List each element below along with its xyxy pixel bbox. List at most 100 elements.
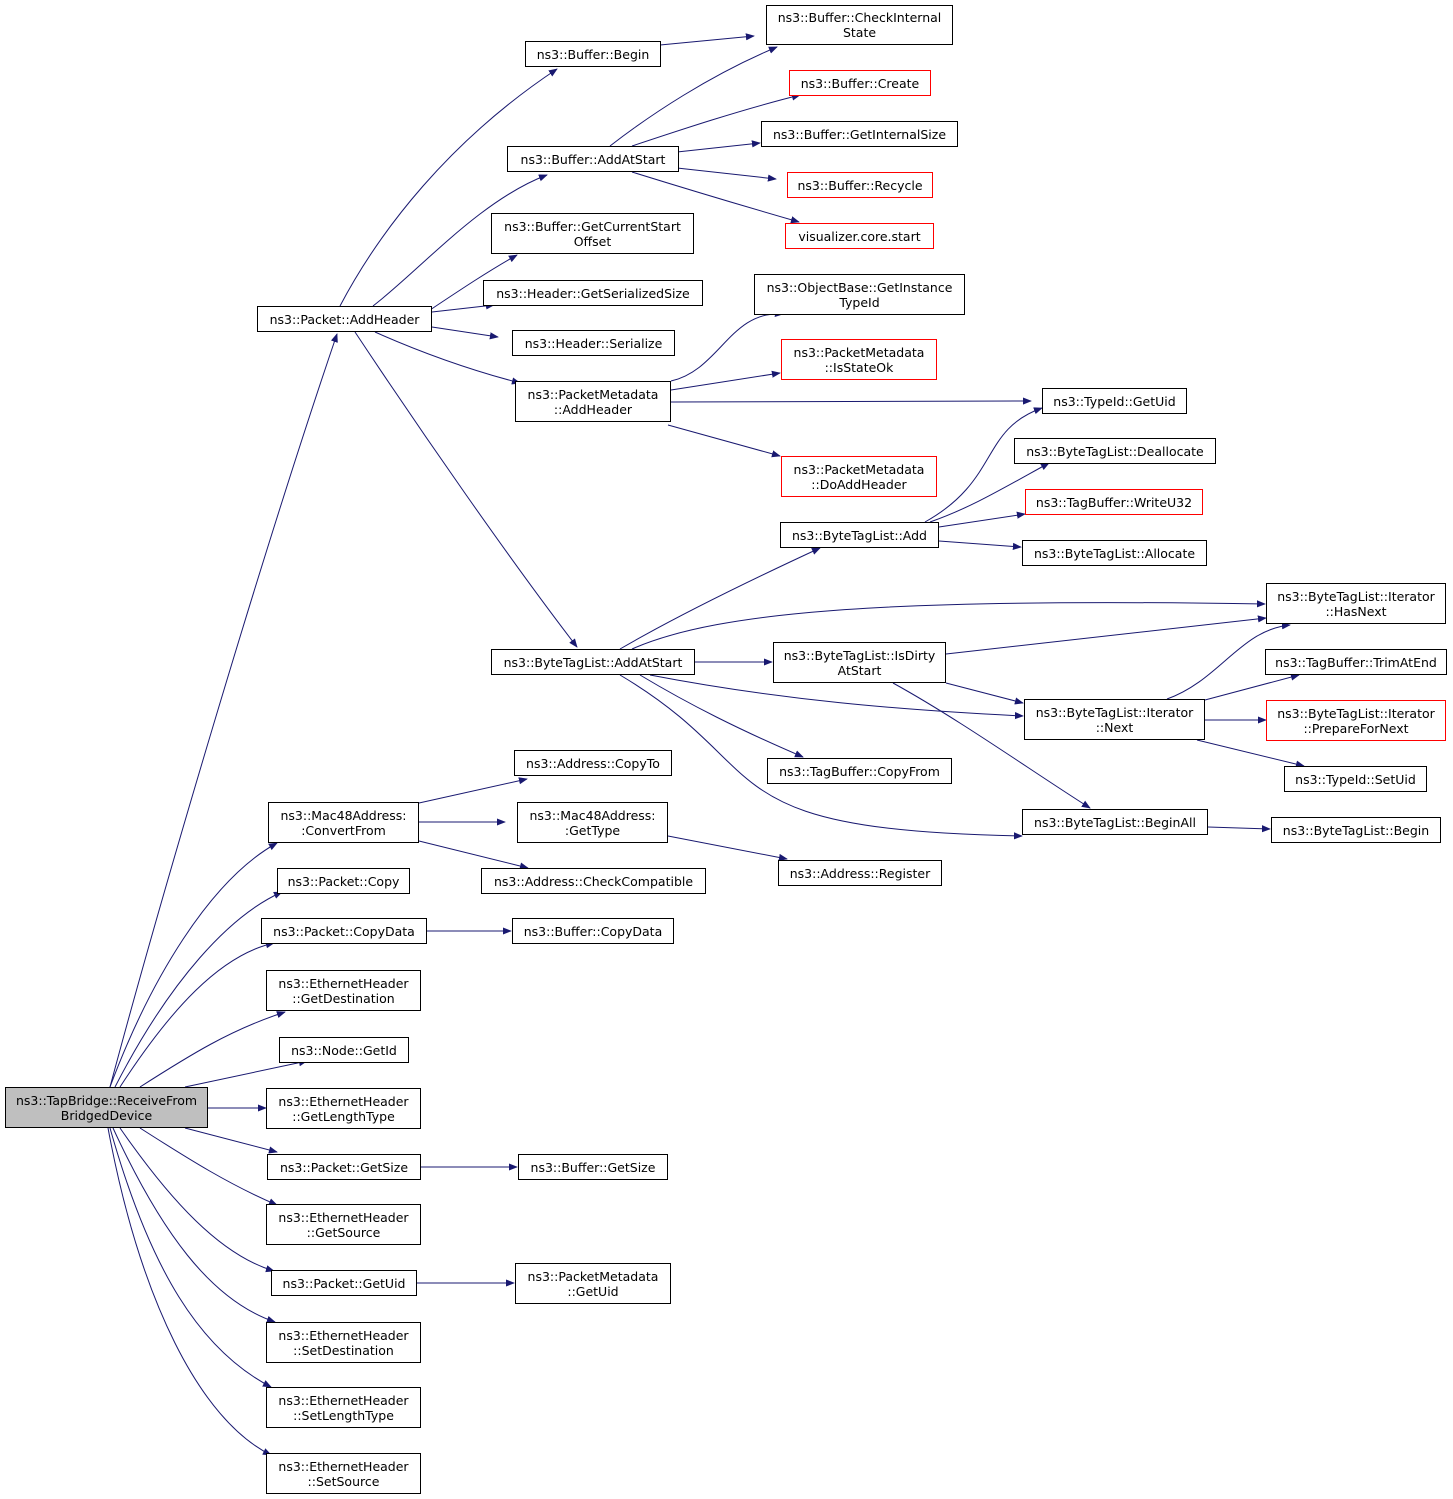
node-line: ns3::Buffer::GetSize — [530, 1159, 656, 1175]
node-address-checkcompatible[interactable]: ns3::Address::CheckCompatible — [481, 868, 706, 894]
node-line: ns3::Buffer::Begin — [536, 46, 650, 62]
node-bytetaglist-addatstart[interactable]: ns3::ByteTagList::AddAtStart — [491, 649, 695, 675]
node-bytetaglist-add[interactable]: ns3::ByteTagList::Add — [780, 522, 939, 548]
node-packetmetadata-getuid[interactable]: ns3::PacketMetadata ::GetUid — [515, 1263, 671, 1304]
node-line: ns3::ByteTagList::Add — [791, 527, 927, 543]
node-packet-addheader[interactable]: ns3::Packet::AddHeader — [257, 306, 432, 332]
node-line: ns3::ByteTagList::Allocate — [1033, 545, 1196, 561]
node-bytetaglist-allocate[interactable]: ns3::ByteTagList::Allocate — [1022, 540, 1207, 566]
call-edge — [945, 615, 1267, 655]
node-ethernetheader-getdestination[interactable]: ns3::EthernetHeader ::GetDestination — [266, 970, 421, 1011]
call-edge — [107, 1127, 272, 1456]
call-edge — [184, 1059, 308, 1088]
node-ethernetheader-setdestination[interactable]: ns3::EthernetHeader ::SetDestination — [266, 1322, 421, 1363]
node-line: ns3::ByteTagList::Deallocate — [1026, 443, 1204, 459]
node-typeid-getuid[interactable]: ns3::TypeId::GetUid — [1042, 388, 1187, 414]
node-packet-getsize[interactable]: ns3::Packet::GetSize — [267, 1154, 421, 1180]
node-buffer-begin[interactable]: ns3::Buffer::Begin — [525, 41, 661, 67]
node-line: ns3::EthernetHeader — [278, 1093, 409, 1109]
node-line: ns3::ByteTagList::Begin — [1282, 822, 1430, 838]
node-line: ::HasNext — [1325, 603, 1387, 619]
node-bytetaglist-iterator-hasnext[interactable]: ns3::ByteTagList::Iterator ::HasNext — [1266, 583, 1446, 624]
node-line: ns3::TapBridge::ReceiveFrom — [15, 1092, 198, 1108]
node-line: ns3::ByteTagList::AddAtStart — [503, 654, 683, 670]
node-mac48address-gettype[interactable]: ns3::Mac48Address: :GetType — [517, 802, 668, 843]
node-buffer-copydata[interactable]: ns3::Buffer::CopyData — [512, 918, 674, 944]
call-edge — [631, 600, 1266, 650]
node-line: ns3::ByteTagList::IsDirty — [783, 647, 936, 663]
node-buffer-addatstart[interactable]: ns3::Buffer::AddAtStart — [507, 146, 679, 172]
call-edge — [1166, 622, 1291, 700]
node-line: ns3::EthernetHeader — [278, 1209, 409, 1225]
call-edge — [431, 326, 499, 340]
node-header-getserializedsize[interactable]: ns3::Header::GetSerializedSize — [483, 280, 703, 306]
node-packetmetadata-isstateok[interactable]: ns3::PacketMetadata ::IsStateOk — [781, 339, 937, 380]
node-typeid-setuid[interactable]: ns3::TypeId::SetUid — [1284, 766, 1427, 792]
call-edge — [631, 171, 800, 224]
node-buffer-getinternalsize[interactable]: ns3::Buffer::GetInternalSize — [761, 121, 958, 147]
call-edge — [418, 840, 529, 870]
node-packetmetadata-doaddheader[interactable]: ns3::PacketMetadata ::DoAddHeader — [781, 456, 937, 497]
node-tagbuffer-copyfrom[interactable]: ns3::TagBuffer::CopyFrom — [767, 758, 952, 784]
node-line: ::AddHeader — [553, 401, 633, 417]
node-line: ns3::Mac48Address: — [529, 807, 656, 823]
node-bytetaglist-begin[interactable]: ns3::ByteTagList::Begin — [1271, 817, 1441, 843]
node-bytetaglist-isdirtyatstart[interactable]: ns3::ByteTagList::IsDirty AtStart — [773, 642, 946, 683]
call-edge — [339, 68, 558, 307]
call-edge — [109, 1127, 272, 1388]
call-edge — [109, 333, 338, 1088]
node-ethernetheader-getlengthtype[interactable]: ns3::EthernetHeader ::GetLengthType — [266, 1088, 421, 1129]
node-line: State — [842, 25, 877, 40]
node-line: ns3::Packet::AddHeader — [269, 311, 420, 327]
node-bytetaglist-beginall[interactable]: ns3::ByteTagList::BeginAll — [1022, 809, 1208, 835]
node-mac48address-convertfrom[interactable]: ns3::Mac48Address: :ConvertFrom — [268, 802, 419, 843]
node-line: ns3::TagBuffer::CopyFrom — [779, 763, 940, 779]
node-line: ns3::Buffer::CheckInternal — [777, 10, 942, 25]
node-line: ns3::Buffer::Recycle — [797, 177, 923, 193]
node-line: ns3::ByteTagList::Iterator — [1035, 704, 1194, 720]
node-packet-copydata[interactable]: ns3::Packet::CopyData — [261, 918, 427, 944]
call-edge — [112, 1127, 276, 1323]
call-edge — [429, 254, 518, 311]
node-line: ns3::Header::Serialize — [524, 335, 663, 351]
call-edge — [924, 407, 1043, 523]
node-tagbuffer-trimatend[interactable]: ns3::TagBuffer::TrimAtEnd — [1265, 649, 1447, 675]
node-packet-getuid[interactable]: ns3::Packet::GetUid — [271, 1270, 417, 1296]
call-edge — [354, 331, 578, 648]
call-edge — [639, 674, 804, 758]
node-line: visualizer.core.start — [798, 228, 921, 244]
node-bytetaglist-iterator-preparefornext[interactable]: ns3::ByteTagList::Iterator ::PrepareForN… — [1266, 700, 1446, 741]
node-packetmetadata-addheader[interactable]: ns3::PacketMetadata ::AddHeader — [515, 381, 671, 422]
node-line: ns3::TagBuffer::TrimAtEnd — [1275, 654, 1437, 670]
node-ethernetheader-setsource[interactable]: ns3::EthernetHeader ::SetSource — [266, 1453, 421, 1494]
node-packet-copy[interactable]: ns3::Packet::Copy — [277, 868, 410, 894]
node-ethernetheader-getsource[interactable]: ns3::EthernetHeader ::GetSource — [266, 1204, 421, 1245]
node-line: ::SetDestination — [293, 1342, 394, 1358]
node-bytetaglist-deallocate[interactable]: ns3::ByteTagList::Deallocate — [1014, 438, 1216, 464]
call-edge — [1207, 825, 1271, 833]
node-node-getid[interactable]: ns3::Node::GetId — [279, 1037, 409, 1063]
node-buffer-getcurrentstartoffset[interactable]: ns3::Buffer::GetCurrentStart Offset — [491, 213, 694, 254]
node-address-register[interactable]: ns3::Address::Register — [778, 860, 942, 886]
node-buffer-getsize[interactable]: ns3::Buffer::GetSize — [518, 1154, 668, 1180]
node-header-serialize[interactable]: ns3::Header::Serialize — [512, 330, 675, 356]
node-buffer-checkinternalstate[interactable]: ns3::Buffer::CheckInternal State — [766, 5, 953, 45]
call-edge — [619, 674, 1023, 840]
node-line: ns3::Packet::GetUid — [282, 1275, 406, 1291]
node-ethernetheader-setlengthtype[interactable]: ns3::EthernetHeader ::SetLengthType — [266, 1387, 421, 1428]
node-buffer-recycle[interactable]: ns3::Buffer::Recycle — [787, 172, 933, 198]
node-objectbase-getinstancetypeid[interactable]: ns3::ObjectBase::GetInstance TypeId — [754, 274, 965, 315]
node-bytetaglist-iterator-next[interactable]: ns3::ByteTagList::Iterator ::Next — [1024, 699, 1205, 740]
call-edge — [938, 511, 1026, 528]
node-buffer-create[interactable]: ns3::Buffer::Create — [789, 70, 931, 96]
node-line: ::Next — [1095, 719, 1134, 735]
node-tagbuffer-writeu32[interactable]: ns3::TagBuffer::WriteU32 — [1025, 489, 1203, 515]
call-edge — [667, 424, 781, 458]
node-line: ns3::EthernetHeader — [278, 1458, 409, 1474]
call-edge — [649, 674, 1024, 720]
node-visualizer-core-start[interactable]: visualizer.core.start — [785, 223, 934, 249]
call-edge — [119, 1127, 275, 1273]
node-line: ::GetDestination — [292, 990, 395, 1006]
node-address-copyto[interactable]: ns3::Address::CopyTo — [514, 750, 672, 776]
